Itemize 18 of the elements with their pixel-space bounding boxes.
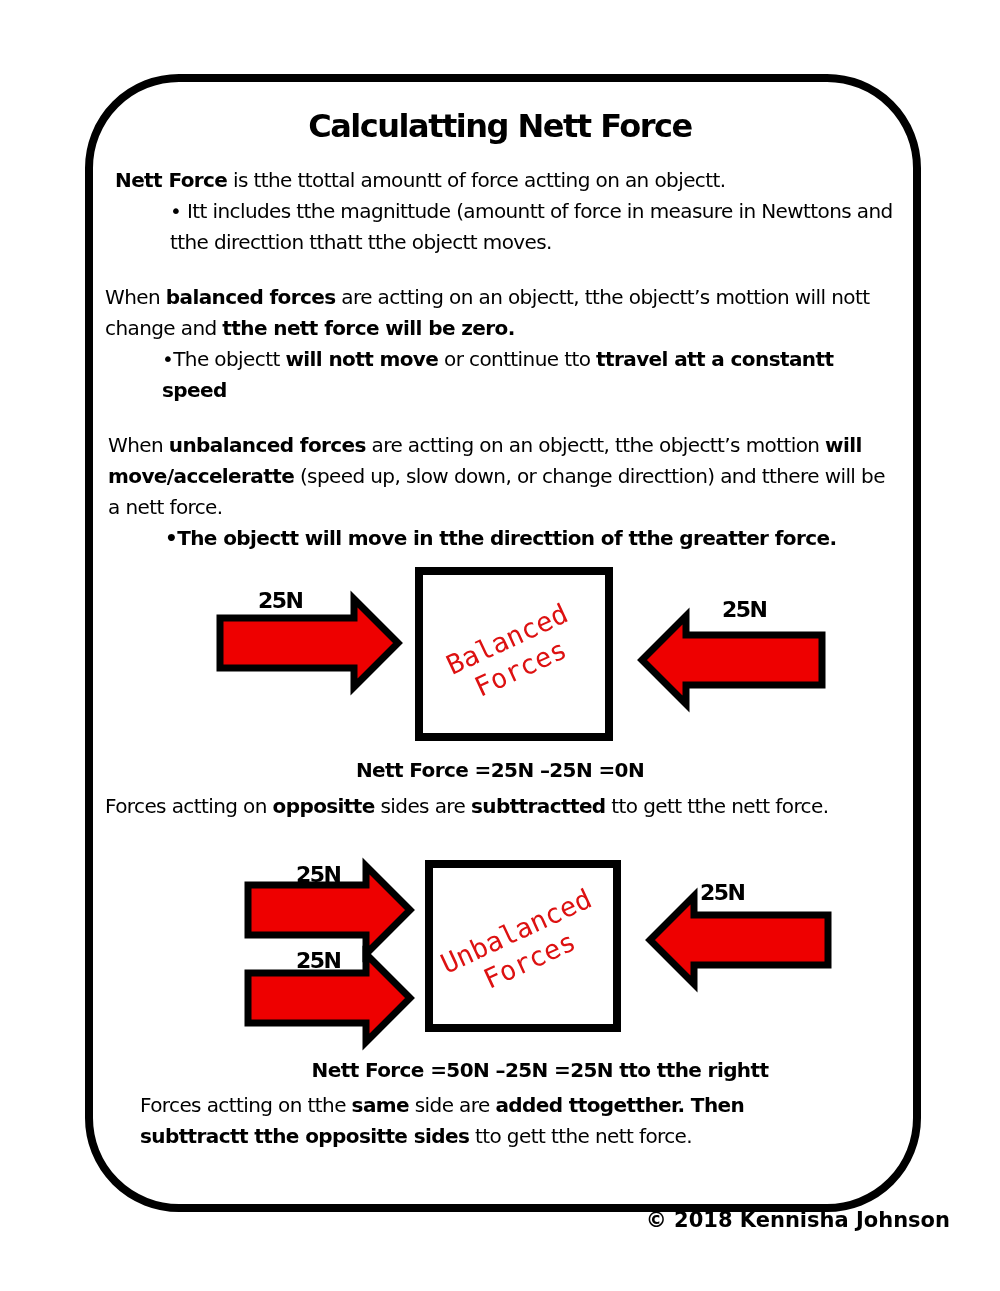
rule-text: Forces actting on tthe same side are added ttogetther. Then subttractt tthe oppositte sides tto gett tthe nett force. <box>140 1092 746 1150</box>
object-box <box>415 567 613 741</box>
definition-text: Nett Force is tthe ttottal amountt of force actting on an objectt. <box>115 167 727 194</box>
force-label: 25N <box>296 861 341 889</box>
force-label: 25N <box>258 587 303 615</box>
equation-text: Nett Force =25N –25N =0N <box>354 757 646 784</box>
title: Calculatting Nett Force <box>307 106 693 147</box>
equation-text: Nett Force =50N –25N =25N tto tthe rightt <box>310 1057 770 1084</box>
force-label: 25N <box>700 879 745 907</box>
bullet-text: •The objectt will nott move or conttinue tto ttravel att a constantt speed <box>162 346 835 404</box>
force-label: 25N <box>722 596 767 624</box>
object-box <box>425 860 621 1032</box>
bullet-text: • Itt includes tthe magnittude (amountt of force in measure in Newttons and tthe directtion tthatt tthe objectt moves. <box>170 198 894 256</box>
paragraph-text: When unbalanced forces are actting on an objectt, tthe objectt’s mottion will move/acceleratte (speed up, slow down, or change directtion) and tthere will be a nett force. <box>108 432 886 521</box>
paragraph-text: When balanced forces are actting on an objectt, tthe objectt’s mottion will nott change and tthe nett force will be zero. <box>105 284 871 342</box>
force-label: 25N <box>296 947 341 975</box>
bullet-text: •The objectt will move in tthe directtion of tthe greatter force. <box>165 525 838 552</box>
rule-text: Forces actting on oppositte sides are subttractted tto gett tthe nett force. <box>105 793 830 820</box>
